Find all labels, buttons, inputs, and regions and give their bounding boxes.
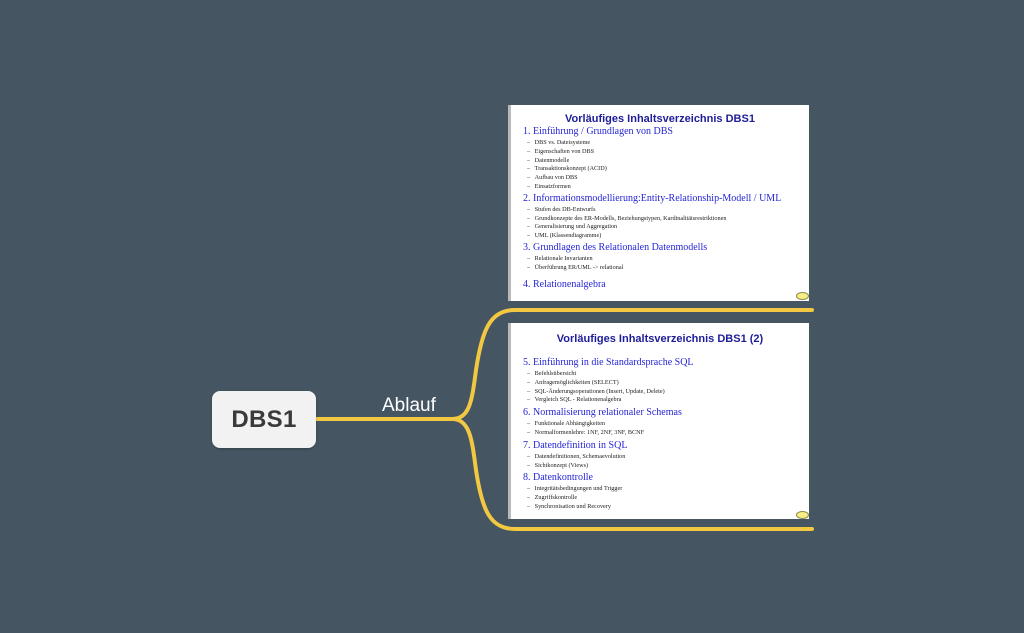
section-heading: 8. Datenkontrolle — [523, 472, 593, 484]
list-item: Befehlsübersicht — [527, 370, 805, 379]
section-heading: 6. Normalisierung relationaler Schemas — [523, 407, 682, 419]
section-items: Befehlsübersicht Anfragemöglichkeiten (S… — [527, 370, 805, 405]
list-item: Generalisierung und Aggregation — [527, 223, 805, 232]
section-items: Datendefinitionen, Schemaevolution Sicht… — [527, 453, 805, 471]
branch-to-slide2 — [450, 417, 814, 531]
list-item: Grundkonzepte des ER-Modells, Beziehungs… — [527, 215, 805, 224]
list-item: Normalformenlehre: 1NF, 2NF, 3NF, BCNF — [527, 429, 805, 438]
branch-to-slide1 — [450, 308, 814, 421]
list-item: Relationale Invarianten — [527, 255, 805, 264]
list-item: Eigenschaften von DBS — [527, 148, 805, 157]
list-item: Sichtkonzept (Views) — [527, 462, 805, 471]
attachment-marker-icon — [796, 511, 809, 519]
section-heading: 1. Einführung / Grundlagen von DBS — [523, 126, 673, 137]
section-items: Funktionale Abhängigkeiten Normalformenl… — [527, 420, 805, 438]
section-heading: 5. Einführung in die Standardsprache SQL — [523, 357, 694, 368]
list-item: Vergleich SQL - Relationenalgebra — [527, 396, 805, 405]
list-item: Funktionale Abhängigkeiten — [527, 420, 805, 429]
slide-title: Vorläufiges Inhaltsverzeichnis DBS1 — [565, 113, 755, 125]
section-heading: 4. Relationenalgebra — [523, 278, 606, 290]
list-item: DBS vs. Dateisysteme — [527, 139, 805, 148]
list-item: UML (Klassendiagramme) — [527, 232, 805, 241]
attachment-marker-icon — [796, 292, 809, 300]
slide-title: Vorläufiges Inhaltsverzeichnis DBS1 (2) — [556, 333, 764, 345]
list-item: Integritätsbedingungen und Trigger — [527, 485, 805, 494]
section-items: DBS vs. Dateisysteme Eigenschaften von D… — [527, 139, 805, 192]
section-items: Relationale Invarianten Überführung ER/U… — [527, 255, 805, 273]
list-item: Überführung ER/UML -> relational — [527, 264, 805, 273]
slide-image-1[interactable]: Vorläufiges Inhaltsverzeichnis DBS1 1. E… — [508, 105, 809, 301]
list-item: SQL-Änderungsoperationen (Insert, Update… — [527, 388, 805, 397]
root-node[interactable]: DBS1 — [212, 391, 316, 448]
branch-label[interactable]: Ablauf — [382, 395, 436, 416]
slide-body: 1. Einführung / Grundlagen von DBS DBS v… — [523, 126, 805, 291]
list-item: Stufen des DB-Entwurfs — [527, 206, 805, 215]
list-item: Datendefinitionen, Schemaevolution — [527, 453, 805, 462]
slide-image-2[interactable]: Vorläufiges Inhaltsverzeichnis DBS1 (2) … — [508, 323, 809, 519]
list-item: Aufbau von DBS — [527, 174, 805, 183]
section-items: Integritätsbedingungen und Trigger Zugri… — [527, 485, 805, 511]
section-items: Stufen des DB-Entwurfs Grundkonzepte des… — [527, 206, 805, 241]
list-item: Anfragemöglichkeiten (SELECT) — [527, 379, 805, 388]
list-item: Einsatzformen — [527, 183, 805, 192]
section-heading: 2. Informationsmodellierung:Entity-Relat… — [523, 192, 782, 204]
list-item: Datenmodelle — [527, 157, 805, 166]
list-item: Synchronisation und Recovery — [527, 503, 805, 512]
section-heading: 7. Datendefinition in SQL — [523, 439, 628, 451]
slide-body: 5. Einführung in die Standardsprache SQL… — [523, 357, 805, 514]
list-item: Transaktionskonzept (ACID) — [527, 165, 805, 174]
list-item: Zugriffskontrolle — [527, 494, 805, 503]
section-heading: 3. Grundlagen des Relationalen Datenmode… — [523, 241, 708, 253]
